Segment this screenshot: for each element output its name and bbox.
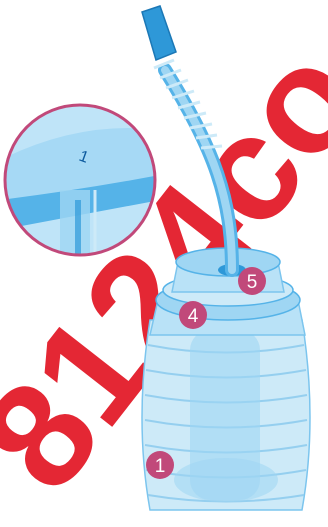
callout-1-label: 1 (155, 456, 166, 477)
callout-5-label: 5 (247, 272, 258, 293)
callout-4-label: 4 (188, 306, 199, 327)
callout-1: 1 (146, 451, 174, 479)
bottle-body (142, 320, 310, 510)
callout-4: 4 (179, 301, 207, 329)
callout-5: 5 (238, 267, 266, 295)
